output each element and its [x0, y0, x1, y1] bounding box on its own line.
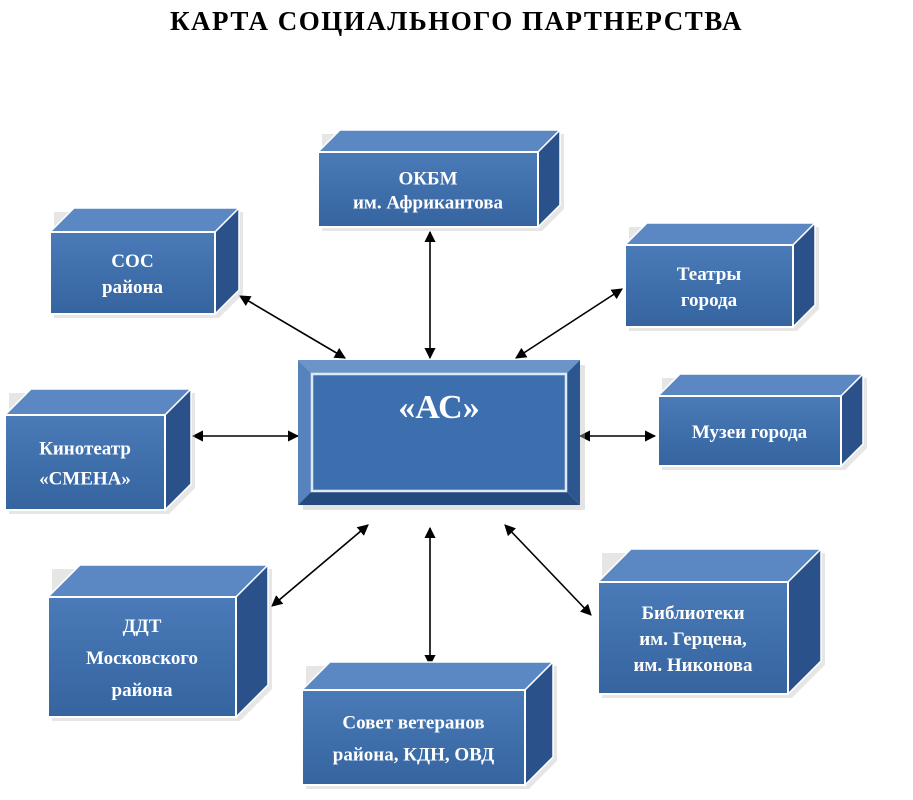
box-top-face: [46, 564, 270, 598]
arrow-libraries: [504, 524, 592, 616]
partner-label: им. Никонова: [633, 655, 753, 676]
partner-label: ДДТ: [123, 616, 162, 637]
box-front-face: [624, 244, 794, 328]
partner-label: Кинотеатр: [39, 439, 131, 460]
partner-box-libraries: Библиотеки им. Герцена, им. Никонова: [596, 547, 825, 698]
box-top-face: [596, 548, 823, 583]
arrow-theatres: [515, 288, 623, 359]
partner-label: «СМЕНА»: [39, 469, 131, 490]
box-top-face: [656, 373, 865, 397]
arrow-ddt: [271, 524, 369, 607]
box-front-face: [47, 596, 237, 718]
bevel-top: [298, 360, 580, 374]
partner-label: района: [102, 277, 163, 298]
partner-label: Совет ветеранов: [342, 713, 484, 734]
box-front-face: [4, 414, 166, 511]
box-top-face: [300, 661, 555, 691]
partner-label: СОС: [111, 251, 153, 272]
box-top-face: [316, 129, 562, 153]
partner-label: района: [112, 680, 173, 701]
partner-label: ОКБМ: [398, 169, 457, 190]
box-front-face: [310, 372, 568, 493]
box-front-face: [301, 689, 526, 786]
partner-label: Московского: [86, 648, 198, 669]
box-front-face: [317, 151, 539, 228]
partner-label: им. Африкантова: [353, 193, 504, 214]
partner-box-museums: Музеи города: [656, 372, 867, 470]
box-front-face: [657, 395, 842, 467]
bevel-bottom: [298, 491, 580, 505]
partner-label: Театры: [677, 264, 742, 285]
partner-box-ddt: ДДТ Московского района: [46, 563, 272, 721]
box-top-face: [623, 222, 817, 246]
partner-label: им. Герцена,: [639, 629, 747, 650]
connector-arrows: [191, 230, 657, 667]
center-label: «АС»: [398, 389, 479, 426]
bevel-right: [566, 360, 580, 505]
partner-box-theatres: Театры города: [623, 221, 819, 331]
box-top-face: [3, 388, 193, 416]
box-top-face: [48, 207, 241, 233]
box-front-face: [49, 231, 216, 315]
partner-box-sos: СОС района: [48, 206, 243, 318]
partner-box-veterans: Совет ветеранов района, КДН, ОВД: [300, 660, 557, 789]
partner-label: города: [681, 290, 738, 311]
box-front-face: [597, 581, 789, 695]
arrow-sos: [239, 295, 346, 359]
page-title: КАРТА СОЦИАЛЬНОГО ПАРТНЕРСТВА: [169, 6, 744, 36]
center-box-as: «АС»: [298, 360, 585, 510]
bevel-left: [298, 360, 312, 505]
partner-box-okbm: ОКБМ им. Африкантова: [316, 128, 564, 231]
partner-label: Библиотеки: [641, 603, 744, 624]
partner-label: Музеи города: [692, 422, 808, 443]
partner-label: района, КДН, ОВД: [333, 745, 494, 766]
partner-box-cinema: Кинотеатр «СМЕНА»: [3, 387, 195, 514]
